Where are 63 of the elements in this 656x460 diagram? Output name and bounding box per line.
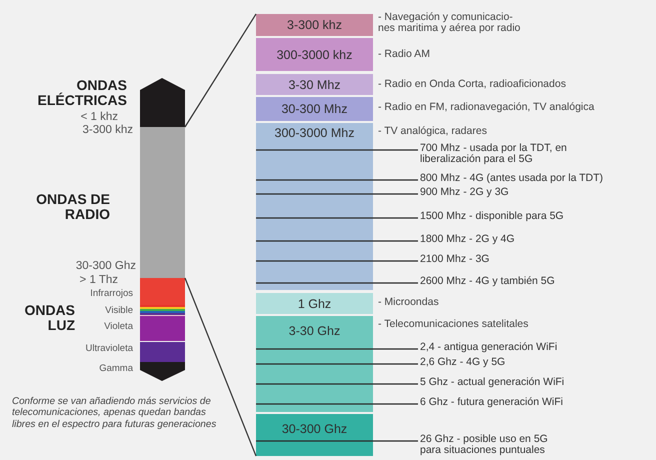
frequency-band bbox=[256, 316, 373, 412]
frequency-label: 1500 Mhz - disponible para 5G bbox=[420, 211, 650, 222]
band-range: 1 Ghz bbox=[298, 296, 332, 310]
band-description: - Microondas bbox=[378, 297, 440, 308]
frequency-band bbox=[256, 123, 373, 290]
leader-line bbox=[256, 363, 418, 365]
band-range: 3-30 Mhz bbox=[288, 78, 341, 92]
frequency-label: 5 Ghz - actual generación WiFi bbox=[420, 377, 650, 388]
frequency-label: 26 Ghz - posible uso en 5G para situaciones puntuales bbox=[420, 434, 570, 456]
frequency-band bbox=[256, 414, 373, 456]
frequency-label: 6 Ghz - futura generación WiFi bbox=[420, 397, 650, 408]
leader-line bbox=[256, 179, 418, 181]
note-text: Conforme se van añadiendo más servicios de telecomunicaciones, apenas quedan bandas libres en el espectro para futuras generaciones bbox=[12, 396, 218, 430]
band-description: - Navegación y comunicacio- nes maritima y aérea por radio bbox=[378, 12, 522, 34]
category-heading: ONDAS ELÉCTRICAS bbox=[36, 78, 127, 109]
leader-line bbox=[256, 282, 418, 284]
band-description: - Radio en Onda Corta, radioaficionados bbox=[378, 79, 567, 90]
category-heading: ONDAS DE RADIO bbox=[35, 192, 110, 223]
band-range: 30-300 Ghz bbox=[282, 422, 348, 436]
leader-line bbox=[256, 240, 418, 242]
spectrum-label: < 1 khz bbox=[80, 111, 118, 124]
band-description: - Radio AM bbox=[378, 49, 431, 60]
spectrum-label: > 1 Thz bbox=[80, 274, 118, 287]
spectrum-label: Infrarrojos bbox=[90, 289, 133, 300]
frequency-band bbox=[256, 38, 373, 71]
leader-line bbox=[256, 383, 418, 385]
band-range: 3-300 khz bbox=[287, 18, 342, 32]
frequency-band bbox=[256, 14, 373, 36]
frequency-label: 2600 Mhz - 4G y también 5G bbox=[420, 276, 650, 287]
zoom-line bbox=[184, 14, 256, 128]
spectrum-segment bbox=[140, 127, 185, 278]
band-range: 300-3000 khz bbox=[276, 48, 352, 62]
category-heading: ONDAS LUZ bbox=[23, 303, 75, 334]
frequency-label: 700 Mhz - usada por la TDT, en liberalización para el 5G bbox=[420, 143, 570, 165]
leader-line bbox=[256, 149, 418, 151]
frequency-label: 2100 Mhz - 3G bbox=[420, 254, 650, 265]
spectrum-label: Ultravioleta bbox=[85, 344, 133, 354]
frequency-label: 1800 Mhz - 2G y 4G bbox=[420, 234, 650, 245]
frequency-band bbox=[256, 97, 373, 121]
frequency-label: 800 Mhz - 4G (antes usada por la TDT) bbox=[420, 173, 650, 184]
band-range: 30-300 Mhz bbox=[281, 102, 348, 116]
spectrum-label: Violeta bbox=[104, 322, 133, 332]
frequency-band bbox=[256, 293, 373, 314]
spectrum-label: 30-300 Ghz bbox=[76, 260, 136, 273]
band-range: 3-30 Ghz bbox=[288, 324, 340, 338]
frequency-label: 2,6 Ghz - 4G y 5G bbox=[420, 357, 650, 368]
band-description: - Telecomunicaciones satelitales bbox=[378, 319, 530, 330]
zoom-line bbox=[184, 278, 257, 456]
leader-line bbox=[256, 217, 418, 219]
band-range: 300-3000 Mhz bbox=[274, 126, 354, 140]
leader-line bbox=[256, 260, 418, 262]
leader-line bbox=[256, 403, 418, 405]
spectrum-label: Gamma bbox=[99, 364, 133, 374]
spectrum-label: Visible bbox=[105, 306, 133, 316]
leader-line bbox=[256, 348, 418, 350]
band-description: - Radio en FM, radionavegación, TV analógica bbox=[378, 102, 596, 113]
leader-line bbox=[256, 193, 418, 195]
frequency-label: 2,4 - antigua generación WiFi bbox=[420, 342, 650, 353]
frequency-label: 900 Mhz - 2G y 3G bbox=[420, 187, 650, 198]
frequency-band bbox=[256, 74, 373, 95]
band-description: - TV analógica, radares bbox=[378, 126, 488, 137]
spectrum-label: 3-300 khz bbox=[82, 124, 133, 137]
leader-line bbox=[256, 440, 418, 442]
